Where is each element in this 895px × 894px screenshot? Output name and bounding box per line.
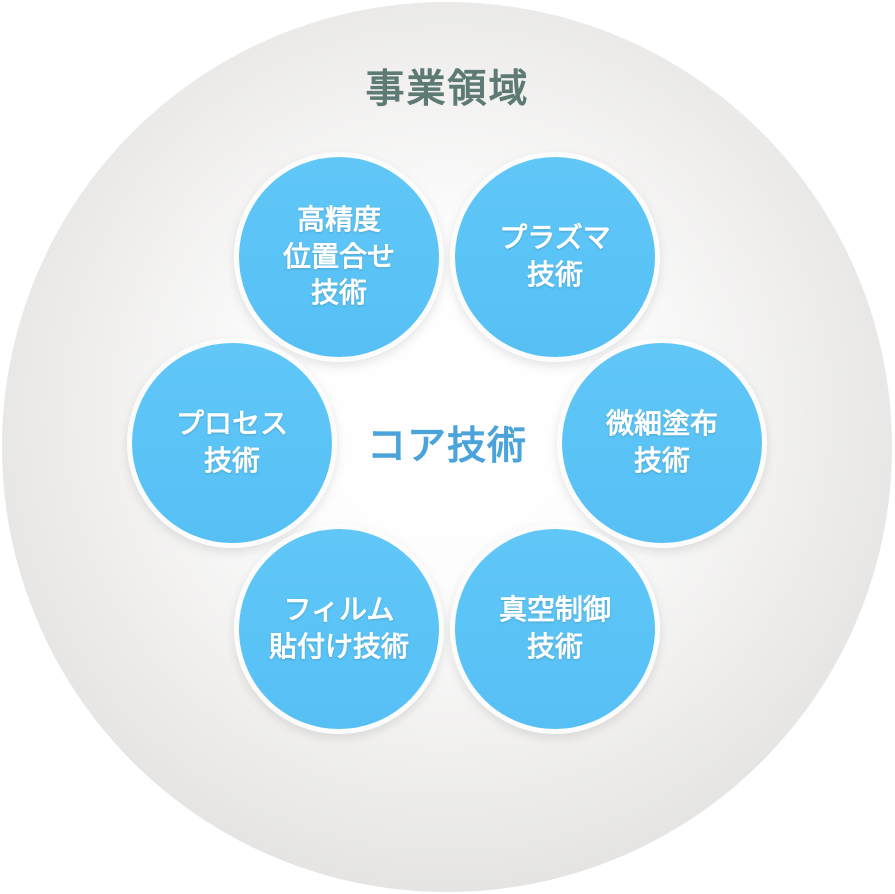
diagram-title: 事業領域 — [365, 68, 530, 111]
tech-circle-fine-coating: 微細塗布 技術 — [557, 338, 767, 548]
tech-circle-vacuum-control: 真空制御 技術 — [450, 524, 660, 734]
tech-circle-label: プラズマ 技術 — [499, 222, 611, 290]
tech-circle-label: フィルム 貼付け技術 — [268, 594, 409, 662]
tech-circle-plasma: プラズマ 技術 — [450, 152, 660, 362]
tech-circle-process: プロセス 技術 — [127, 338, 337, 548]
tech-circle-label: プロセス 技術 — [175, 408, 288, 476]
tech-circle-label: 微細塗布 技術 — [605, 408, 718, 476]
tech-circle-label: 高精度 位置合せ 技術 — [282, 203, 395, 309]
tech-circle-film-lamination: フィルム 貼付け技術 — [234, 524, 444, 734]
tech-circle-label: 真空制御 技術 — [498, 594, 611, 662]
center-label: コア技術 — [366, 425, 528, 468]
tech-circle-high-precision-alignment: 高精度 位置合せ 技術 — [234, 152, 444, 362]
